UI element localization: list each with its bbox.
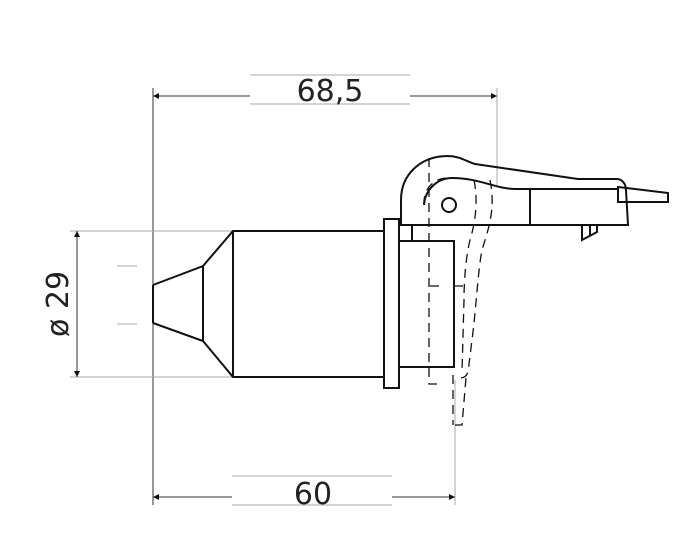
dimension-overall-length: 68,5 [153,74,497,109]
diameter-label: ø 29 [41,271,76,337]
hinged-lid [400,154,669,242]
body-length-label: 60 [294,477,332,512]
plug-body [152,218,455,389]
hinge-pin [441,197,457,213]
hidden-lines [423,158,493,426]
dimension-diameter: ø 29 [41,231,80,377]
dimension-body-length: 60 [153,475,455,512]
overall-length-label: 68,5 [297,74,364,109]
extension-lines [70,88,498,505]
